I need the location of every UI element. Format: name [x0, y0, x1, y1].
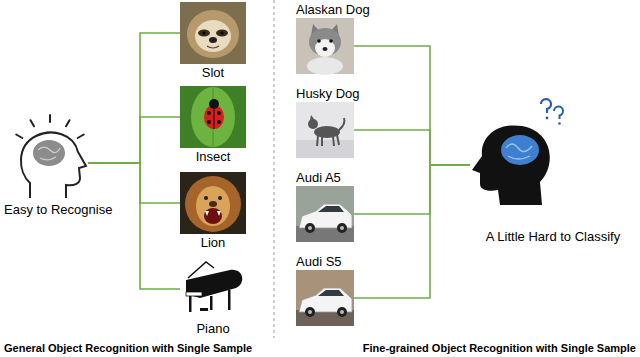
head-icon	[472, 99, 563, 205]
image-label: Piano	[196, 321, 229, 336]
image-label: Husky Dog	[296, 86, 360, 101]
image-label: Audi A5	[296, 170, 341, 185]
image-label: Alaskan Dog	[296, 2, 370, 17]
image-label: Slot	[202, 65, 224, 80]
image-tile: Husky Dog	[296, 102, 354, 158]
head-caption: Easy to Recognise	[4, 202, 112, 217]
image-tile: Insect	[180, 86, 246, 148]
image-tile: Audi S5	[296, 270, 354, 326]
section-caption: Fine-grained Object Recognition with Sin…	[363, 342, 636, 355]
piano-photo	[180, 258, 246, 320]
connector-line	[354, 46, 470, 165]
head-caption: A Little Hard to Classify	[486, 229, 620, 244]
lion-photo	[180, 172, 246, 234]
connector-line	[88, 33, 180, 163]
connector-line	[88, 163, 180, 289]
section-caption: General Object Recognition with Single S…	[4, 342, 252, 355]
image-tile: Audi A5	[296, 186, 354, 242]
dog-photo	[296, 18, 354, 75]
head-icon	[16, 115, 86, 198]
image-tile: Slot	[180, 2, 246, 64]
car-photo	[296, 186, 354, 242]
connector-line	[354, 130, 470, 165]
divider-line	[274, 0, 275, 338]
image-tile: Piano	[180, 258, 246, 320]
connector-line	[354, 165, 470, 298]
connector-line	[88, 163, 180, 203]
sloth-photo	[180, 2, 246, 64]
image-label: Insect	[196, 149, 231, 164]
image-label: Lion	[201, 235, 226, 250]
ladybug-photo	[180, 86, 246, 148]
head-icon-box: A Little Hard to Classify	[470, 125, 550, 205]
dog-photo	[296, 102, 354, 158]
head-icon-box: Easy to Recognise	[16, 128, 88, 198]
image-tile: Alaskan Dog	[296, 18, 354, 74]
image-tile: Lion	[180, 172, 246, 234]
image-label: Audi S5	[296, 254, 342, 269]
connector-line	[354, 165, 470, 214]
car-photo	[296, 270, 354, 326]
connector-line	[88, 117, 180, 163]
